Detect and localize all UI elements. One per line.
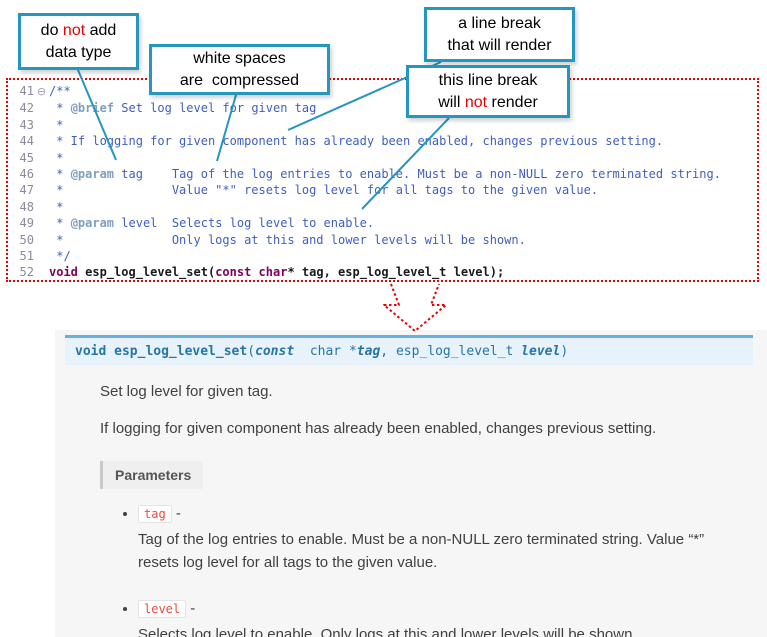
function-doc-body: Set log level for given tag. If logging … [100,381,753,637]
callout-text: do not add [40,21,117,39]
callout-text: will not render [438,93,538,111]
callout-text: a line break [458,14,541,32]
function-description: If logging for given component has alrea… [100,420,657,437]
callout-text: that will render [447,36,552,54]
code-text: */ [49,249,71,264]
code-line: 44 * If logging for given component has … [14,133,757,149]
code-line: 41⊖/** [14,83,757,100]
code-line: 46 * @param tag Tag of the log entries t… [14,166,757,182]
param-description: Tag of the log entries to enable. Must b… [138,531,705,571]
param-name-chip: level [138,600,187,618]
code-editor: 41⊖/**42 * @brief Set log level for give… [6,78,759,282]
line-number: 41 [19,84,34,98]
parameters-label: Parameters [100,461,204,489]
line-number: 45 [19,150,34,165]
renders-as-arrow-icon [383,283,447,332]
code-text: * Only logs at this and lower levels wil… [49,232,526,247]
code-lines: 41⊖/**42 * @brief Set log level for give… [14,83,757,281]
code-text: * [49,117,64,132]
line-number: 49 [19,216,34,231]
callout-text: white spaces [193,49,286,67]
code-text: /** [49,84,71,98]
line-number: 46 [19,167,34,182]
code-text: * Value "*" resets log level for all tag… [49,183,599,198]
code-text: void esp_log_level_set(const char* tag, … [49,265,505,280]
param-item-tag: tag - Tag of the log entries to enable. … [138,505,733,574]
code-text: * @param level Selects log level to enab… [49,216,375,231]
param-name-chip: tag [138,505,172,523]
code-text: * @brief Set log level for given tag [49,101,317,116]
code-line: 43 * [14,117,757,133]
param-description: Selects log level to enable. Only logs a… [138,626,637,637]
fold-marker-icon: ⊖ [36,85,47,98]
param-item-level: level - Selects log level to enable. Onl… [138,600,733,637]
line-number: 42 [19,101,34,116]
code-line: 47 * Value "*" resets log level for all … [14,182,757,198]
callout-linebreak-not-render: this line break will not render [406,65,570,118]
callout-linebreak-renders: a line break that will render [424,7,575,62]
line-number: 50 [19,232,34,247]
callout-no-datatype: do not add data type [18,13,139,70]
code-text: * [49,150,64,165]
callout-whitespace-compressed: white spaces are compressed [149,44,330,95]
rendered-docs: void esp_log_level_set(const char *tag, … [55,330,767,637]
callout-text: data type [45,43,112,61]
code-text: * @param tag Tag of the log entries to e… [49,167,721,182]
callout-text: are compressed [179,71,300,89]
line-number: 47 [19,183,34,198]
line-number: 48 [19,199,34,214]
param-list: tag - Tag of the log entries to enable. … [100,505,753,637]
param-separator: - [190,600,196,617]
code-line: 52 void esp_log_level_set(const char* tag… [14,264,757,280]
code-line: 42 * @brief Set log level for given tag [14,100,757,116]
code-text: * [49,199,64,214]
line-number: 44 [19,134,34,149]
function-brief: Set log level for given tag. [100,383,273,400]
code-line: 49 * @param level Selects log level to e… [14,215,757,231]
line-number: 52 [19,265,34,280]
code-line: 51 */ [14,248,757,264]
line-number: 43 [19,117,34,132]
param-separator: - [175,505,181,522]
callout-text: this line break [438,71,538,89]
code-text: * If logging for given component has alr… [49,134,664,149]
function-signature: void esp_log_level_set(const char *tag, … [65,335,753,365]
code-line: 48 * [14,199,757,215]
code-line: 50 * Only logs at this and lower levels … [14,232,757,248]
code-line: 45 * [14,150,757,166]
line-number: 51 [19,249,34,264]
